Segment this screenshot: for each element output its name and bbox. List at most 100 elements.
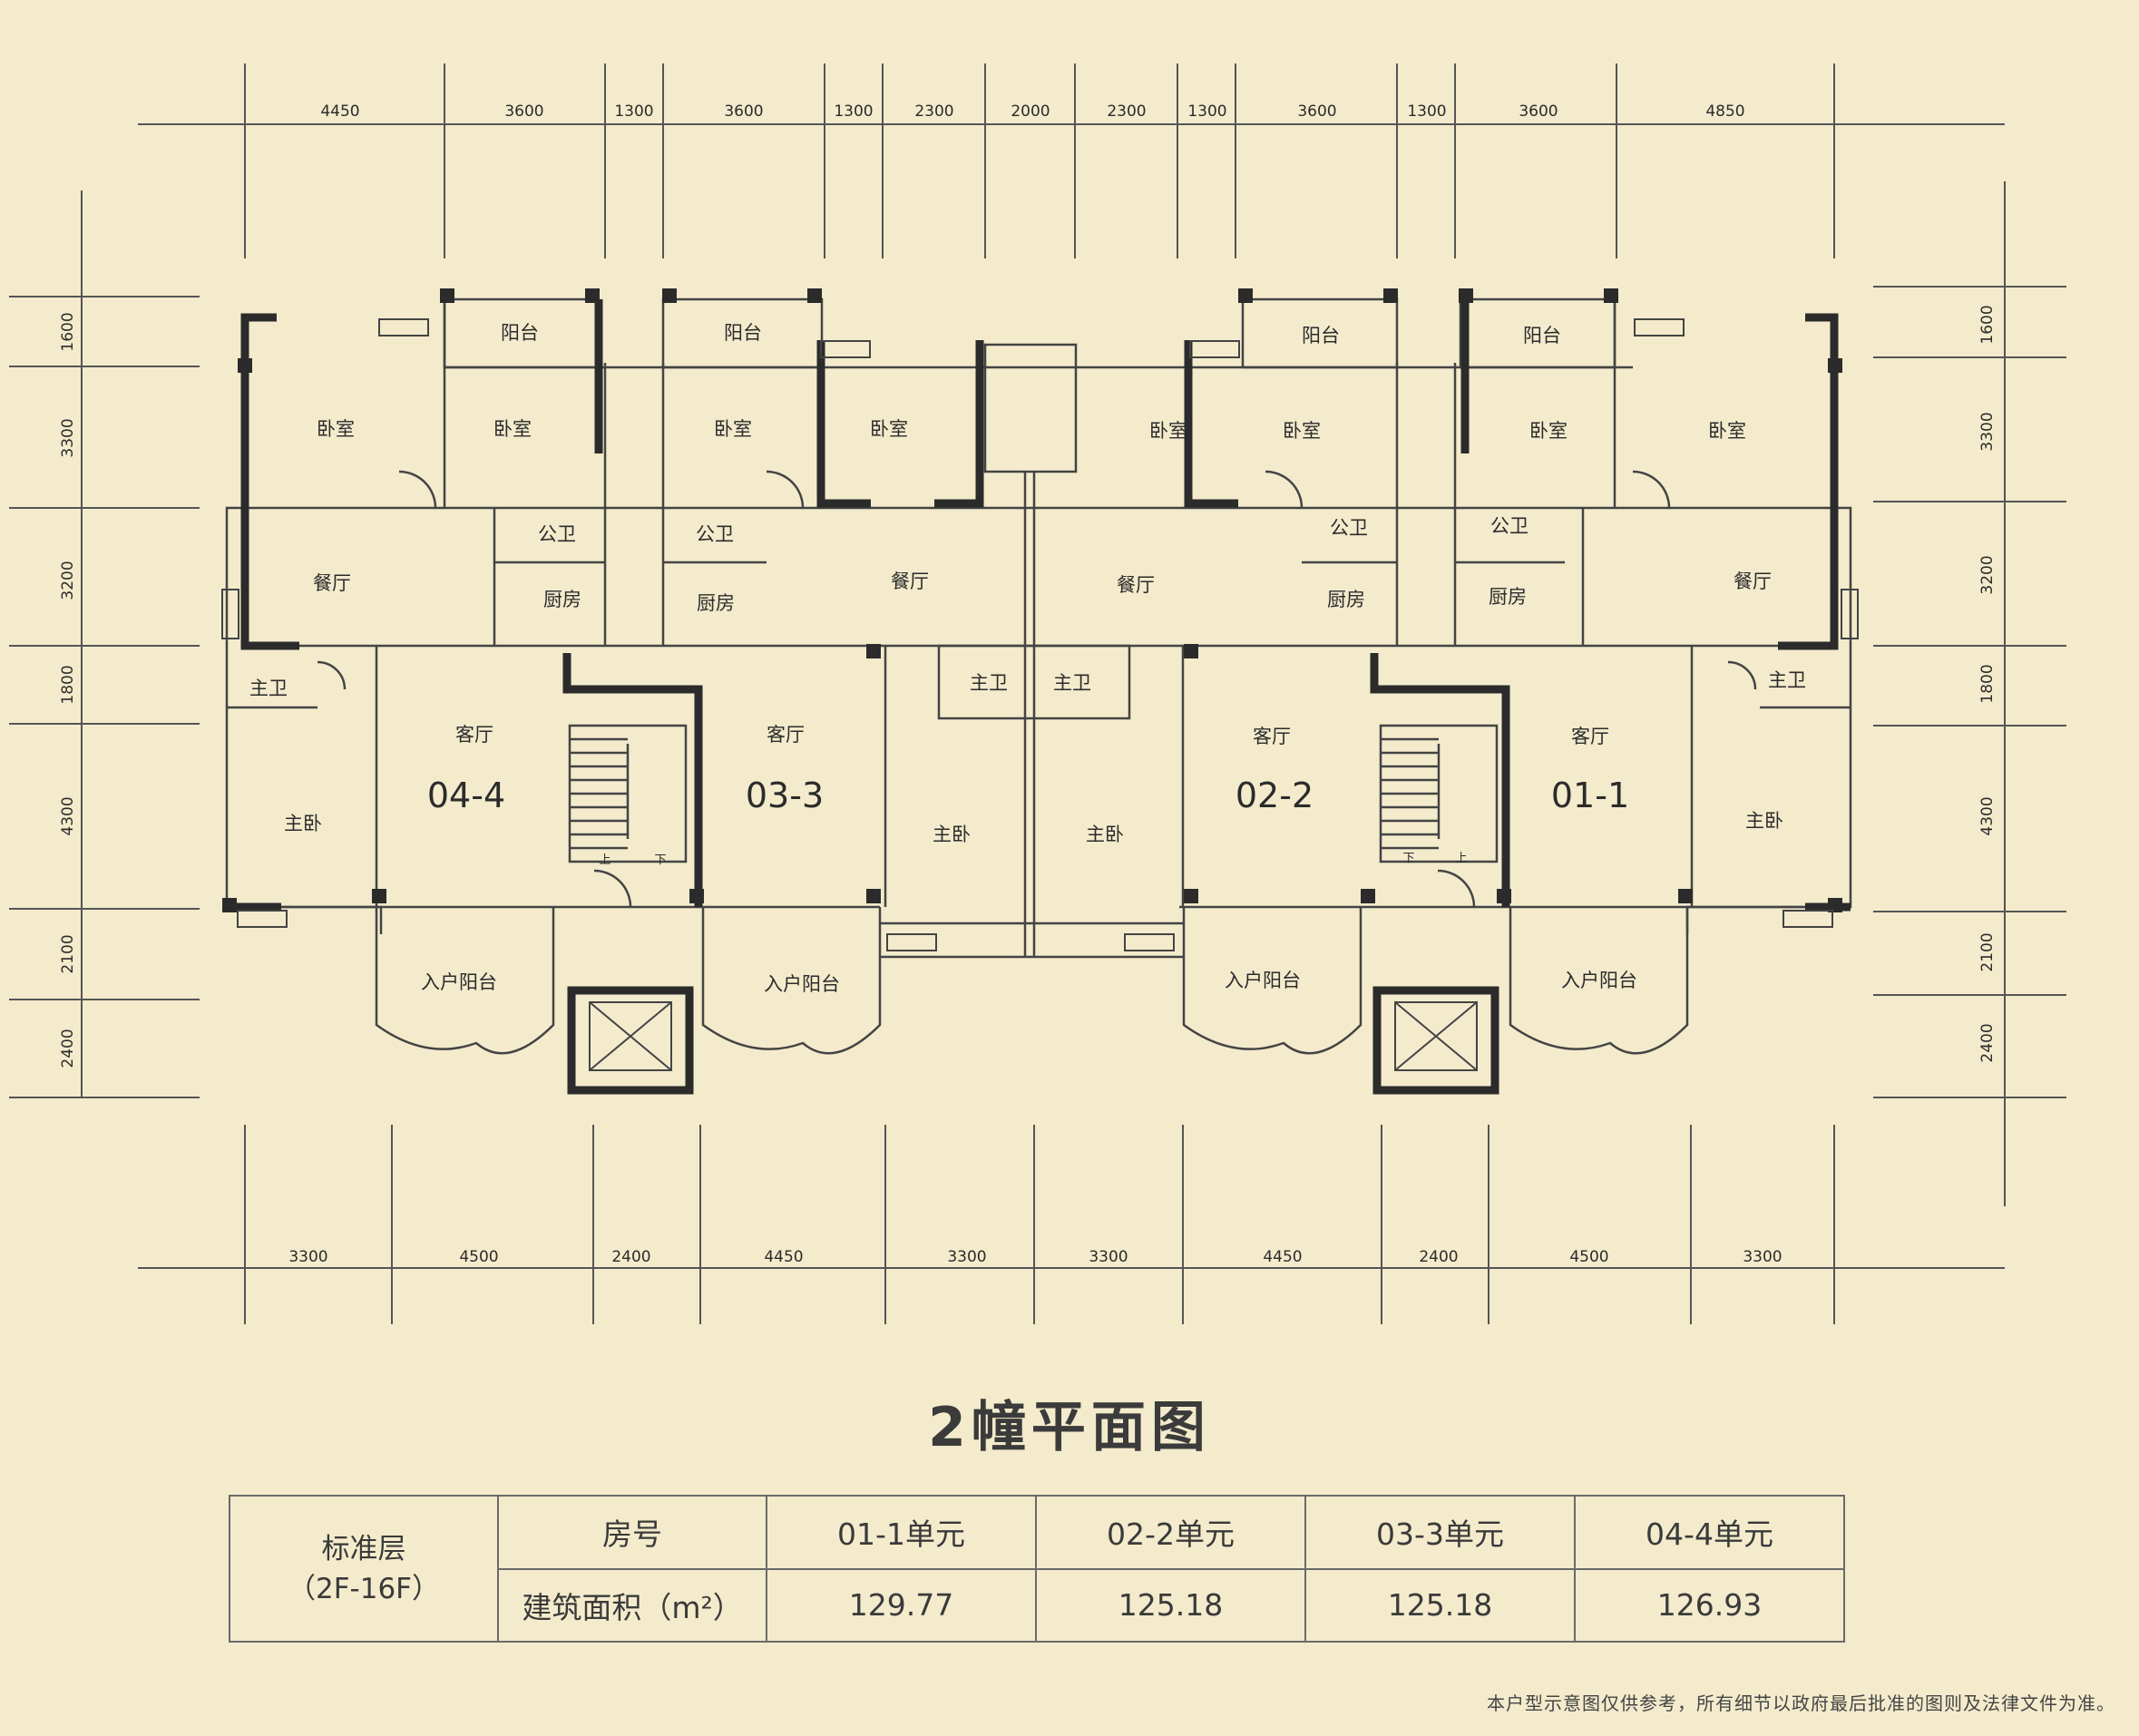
dim-top-label: 3600 [1519, 102, 1558, 121]
room-label-kitchen: 厨房 [543, 589, 581, 610]
dim-right-label: 3300 [1978, 412, 1997, 451]
floor-range: （2F-16F） [287, 1572, 441, 1605]
area-value-cell: 126.93 [1574, 1567, 1845, 1643]
right-dimension-labels: 1600 3300 3200 1800 4300 2100 2400 [1978, 305, 1997, 1062]
dim-bottom-label: 2400 [1419, 1248, 1458, 1266]
dim-bottom-label: 4500 [1569, 1248, 1608, 1266]
dim-left-label: 3200 [59, 561, 77, 600]
dim-bottom-label: 3300 [288, 1248, 327, 1266]
room-label-living: 客厅 [455, 724, 493, 746]
dim-left-label: 2100 [59, 934, 77, 973]
elevator-marks [589, 1001, 1478, 1071]
room-label-dining: 餐厅 [313, 572, 351, 594]
dim-right-label: 4300 [1978, 796, 1997, 835]
area-value-cell: 129.77 [766, 1567, 1037, 1643]
dim-top-label: 3600 [1297, 102, 1336, 121]
floor-label: 标准层 [321, 1532, 406, 1565]
unit-label-04-4: 04-4 [427, 775, 505, 815]
dim-bottom-label: 4500 [459, 1248, 498, 1266]
dim-top-label: 2000 [1011, 102, 1050, 121]
dim-top-label: 3600 [504, 102, 543, 121]
area-value-cell: 125.18 [1304, 1567, 1576, 1643]
table-header-cell: 02-2单元 [1035, 1495, 1306, 1570]
page-title: 2幢平面图 [928, 1396, 1211, 1459]
table-header-cell: 03-3单元 [1304, 1495, 1576, 1570]
dim-left-label: 4300 [59, 796, 77, 835]
room-label-bedroom: 卧室 [317, 418, 355, 440]
room-label-dining: 餐厅 [1734, 571, 1772, 592]
dimension-lines [81, 123, 2006, 1269]
dim-top-label: 1300 [1187, 102, 1226, 121]
room-label-bedroom: 卧室 [1708, 420, 1746, 442]
dim-left-label: 3300 [59, 418, 77, 457]
thin-walls [225, 297, 1852, 1055]
room-label-master-bedroom: 主卧 [933, 824, 971, 845]
room-label-kitchen: 厨房 [1327, 589, 1365, 610]
structural-columns [222, 288, 1842, 912]
room-label-kitchen: 厨房 [1489, 586, 1527, 608]
dim-right-label: 2100 [1978, 932, 1997, 971]
dim-right-label: 1600 [1978, 305, 1997, 344]
unit-label-02-2: 02-2 [1236, 775, 1314, 815]
room-label-dining: 餐厅 [1117, 574, 1155, 596]
disclaimer-text: 本户型示意图仅供参考，所有细节以政府最后批准的图则及法律文件为准。 [1487, 1692, 2115, 1714]
room-label-entry-balcony: 入户阳台 [1561, 970, 1637, 991]
room-label-bedroom: 卧室 [870, 418, 908, 440]
dim-bottom-label: 3300 [1743, 1248, 1782, 1266]
left-dimension-labels: 1600 3300 3200 1800 4300 2100 2400 [59, 312, 77, 1068]
room-label-balcony: 阳台 [1302, 325, 1340, 346]
dim-bottom-label: 3300 [947, 1248, 986, 1266]
room-label-kitchen: 厨房 [697, 592, 735, 614]
unit-area-table: 标准层 （2F-16F） 房号 01-1单元 02-2单元 03-3单元 04-… [229, 1495, 1845, 1643]
dim-top-label: 2300 [1107, 102, 1146, 121]
room-labels: 阳台 阳台 阳台 阳台 卧室 卧室 卧室 卧室 卧室 卧室 卧室 卧室 公卫 公… [249, 322, 1806, 995]
dim-bottom-label: 4450 [764, 1248, 803, 1266]
thick-walls [236, 299, 1851, 1095]
dim-top-label: 1300 [1407, 102, 1446, 121]
bottom-dimension-labels: 3300 4500 2400 4450 3300 3300 4450 2400 … [288, 1248, 1782, 1266]
dim-bottom-label: 3300 [1089, 1248, 1128, 1266]
room-label-public-wc: 公卫 [1330, 517, 1368, 539]
room-label-master-wc: 主卫 [1768, 669, 1806, 691]
dim-top-label: 4850 [1705, 102, 1744, 121]
dim-right-label: 1800 [1978, 664, 1997, 703]
room-label-balcony: 阳台 [501, 322, 539, 344]
area-value-cell: 125.18 [1035, 1567, 1306, 1643]
room-label-public-wc: 公卫 [1490, 515, 1529, 537]
dim-bottom-label: 2400 [611, 1248, 650, 1266]
room-label-master-bedroom: 主卧 [284, 813, 322, 834]
floor-cell: 标准层 （2F-16F） [229, 1495, 499, 1643]
ac-unit-icons [221, 318, 1859, 951]
dim-top-label: 1300 [614, 102, 653, 121]
table-row: 建筑面积（m²） 129.77 125.18 125.18 126.93 [230, 1567, 1845, 1643]
table-header-cell: 04-4单元 [1574, 1495, 1845, 1570]
dim-bottom-label: 4450 [1263, 1248, 1302, 1266]
room-label-master-bedroom: 主卧 [1086, 824, 1124, 845]
dim-right-label: 2400 [1978, 1023, 1997, 1062]
room-label-entry-balcony: 入户阳台 [421, 971, 497, 993]
room-label-bedroom: 卧室 [1149, 420, 1187, 442]
room-label-entry-balcony: 入户阳台 [764, 973, 840, 995]
dimension-ticks [9, 63, 2066, 1324]
dim-left-label: 1800 [59, 665, 77, 704]
stair-up-label: 上 [599, 853, 610, 867]
unit-label-01-1: 01-1 [1551, 775, 1629, 815]
room-label-bedroom: 卧室 [1529, 420, 1568, 442]
dim-left-label: 1600 [59, 312, 77, 351]
dim-left-label: 2400 [59, 1029, 77, 1068]
stair-up-label: 上 [1455, 852, 1467, 865]
room-label-master-wc: 主卫 [1053, 672, 1091, 694]
room-label-bedroom: 卧室 [493, 418, 532, 440]
dim-top-label: 1300 [834, 102, 873, 121]
room-label-master-wc: 主卫 [249, 678, 288, 699]
stair-down-label: 下 [654, 853, 666, 867]
dim-right-label: 3200 [1978, 555, 1997, 594]
room-label-dining: 餐厅 [891, 571, 929, 592]
unit-label-03-3: 03-3 [746, 775, 824, 815]
table-row: 标准层 （2F-16F） 房号 01-1单元 02-2单元 03-3单元 04-… [229, 1495, 1845, 1643]
room-label-bedroom: 卧室 [714, 418, 752, 440]
room-label-balcony: 阳台 [1523, 325, 1561, 346]
dim-top-label: 4450 [320, 102, 359, 121]
room-label-master-bedroom: 主卧 [1745, 810, 1783, 832]
